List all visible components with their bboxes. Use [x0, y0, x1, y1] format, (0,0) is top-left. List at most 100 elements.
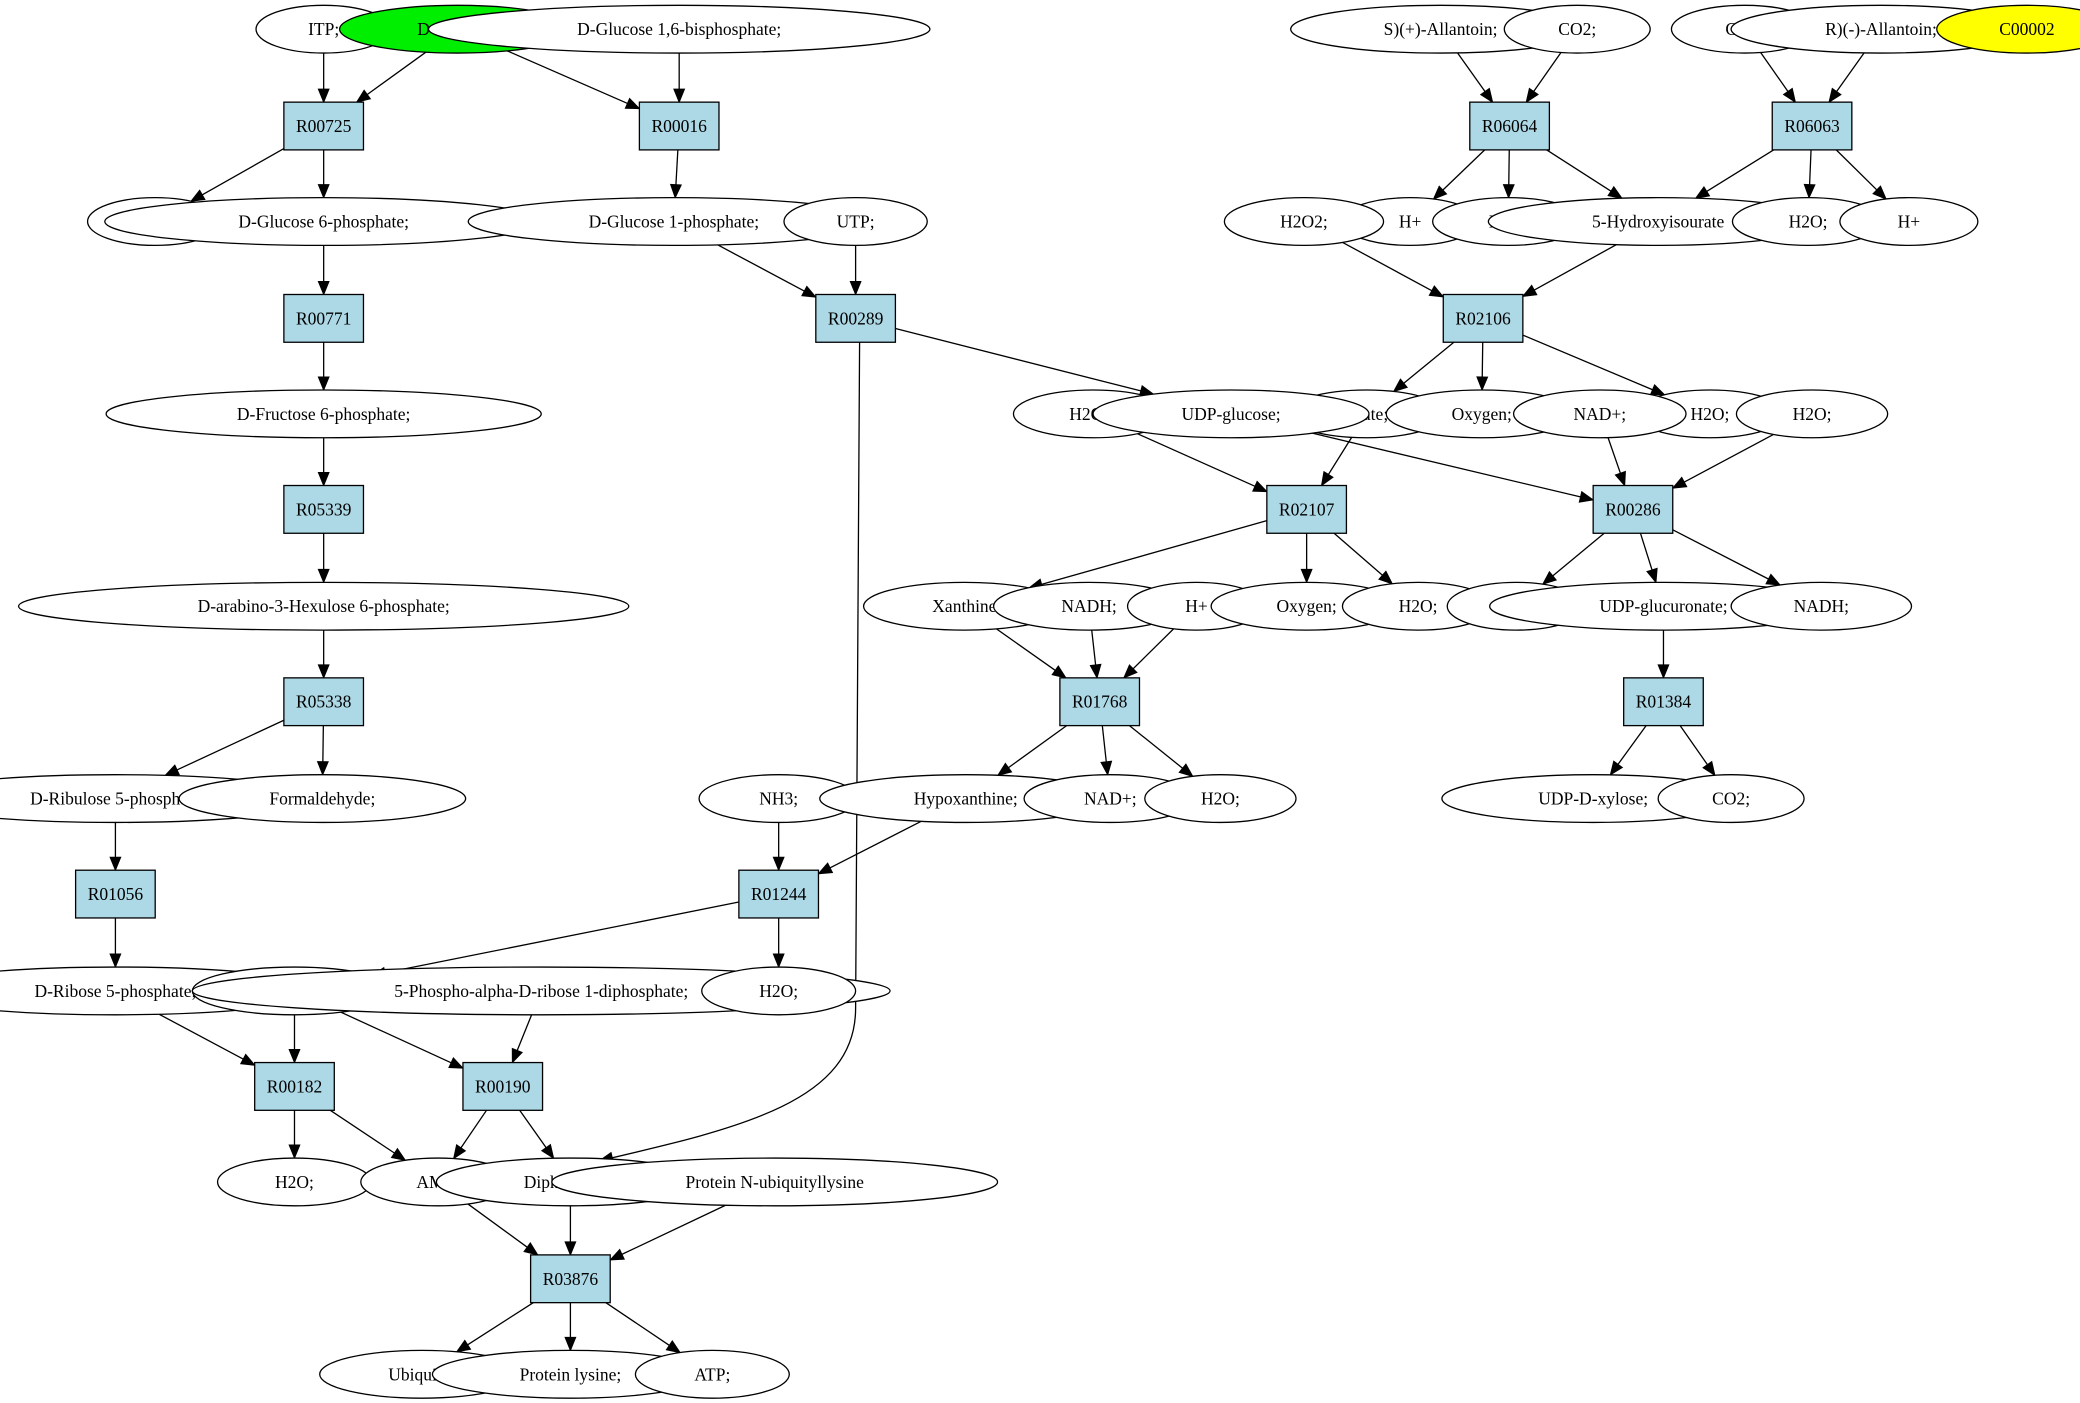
reaction-r00771[interactable]: R00771 — [283, 293, 365, 343]
reaction-r01244[interactable]: R01244 — [738, 869, 820, 919]
reaction-r01056[interactable]: R01056 — [74, 869, 156, 919]
compound-label: H2O; — [1793, 404, 1832, 424]
edge-R00190-to-amp — [452, 1109, 488, 1160]
compound-c00002[interactable]: C00002 — [1936, 4, 2080, 54]
compound-label: R)(-)-Allantoin; — [1825, 19, 1937, 39]
compound-label: Xanthine — [932, 596, 996, 616]
compound-h2o_r01244[interactable]: H2O; — [701, 966, 857, 1016]
edge-adenine-to-R00182 — [288, 1014, 301, 1064]
reaction-r05339[interactable]: R05339 — [283, 484, 365, 534]
compound-h2o2_a[interactable]: H2O2; — [1223, 197, 1385, 247]
compound-label: UDP-glucuronate; — [1599, 596, 1727, 616]
edge-diphosphate-to-R03876 — [564, 1205, 577, 1257]
edge-urate-to-R02107 — [1320, 437, 1353, 487]
reaction-r00190[interactable]: R00190 — [462, 1061, 544, 1111]
compound-nadplus_a[interactable]: NAD+; — [1512, 389, 1687, 439]
compound-h2o_r00182[interactable]: H2O; — [216, 1157, 373, 1207]
compound-label: H+ — [1399, 212, 1422, 232]
reaction-label: R00182 — [267, 1076, 322, 1096]
compound-label: Oxygen; — [1276, 596, 1336, 616]
edge-R01768-to-h2o_f — [1129, 725, 1194, 778]
compound-dg16bp[interactable]: D-Glucose 1,6-bisphosphate; — [427, 4, 931, 54]
edge-nadplus_a-to-R00286 — [1607, 437, 1626, 487]
edge-R00190-to-diphosphate — [519, 1109, 555, 1160]
reaction-r01768[interactable]: R01768 — [1059, 677, 1141, 727]
edge-R01768-to-hypoxanthine — [996, 725, 1068, 777]
compound-label: 5-Hydroxyisourate — [1592, 212, 1724, 232]
edge-R06064-to-hplus_a — [1432, 149, 1486, 200]
compound-utp[interactable]: UTP; — [783, 197, 928, 247]
compound-label: D-Glucose 1-phosphate; — [589, 212, 760, 232]
compound-label: H+ — [1898, 212, 1921, 232]
compound-hplus_b[interactable]: H+ — [1839, 197, 1979, 247]
reaction-label: R02107 — [1279, 499, 1335, 519]
compound-df6p[interactable]: D-Fructose 6-phosphate; — [105, 389, 542, 439]
compound-h2o_b[interactable]: H2O; — [1731, 197, 1885, 247]
edge-R02106-to-h2o_c — [1522, 334, 1666, 396]
compound-nadh_b[interactable]: NADH; — [1730, 581, 1913, 631]
reaction-r06063[interactable]: R06063 — [1771, 101, 1853, 151]
edge-R06063-to-hiu — [1694, 149, 1774, 199]
compound-pnub[interactable]: Protein N-ubiquityllysine — [551, 1157, 999, 1207]
reaction-r01384[interactable]: R01384 — [1623, 677, 1704, 727]
compound-label: D-Ribulose 5-phosphate — [30, 789, 201, 809]
edge-R00286-to-nadh_b — [1672, 529, 1782, 586]
reaction-r00286[interactable]: R00286 — [1592, 484, 1674, 534]
edge-R02107-to-oxygen_b — [1300, 533, 1313, 584]
edge-R05338-to-formaldehyde — [316, 725, 329, 777]
edge-R00725-to-dg6p — [317, 149, 330, 199]
compound-atp[interactable]: ATP; — [634, 1349, 790, 1399]
compound-label: D-Glucose 1,6-bisphosphate; — [577, 19, 781, 39]
edge-R01056-to-dr5p — [109, 917, 122, 969]
compound-dg1p[interactable]: D-Glucose 1-phosphate; — [467, 197, 881, 247]
edge-R00725-to-idp — [189, 148, 285, 202]
compound-h2o_d[interactable]: H2O; — [1735, 389, 1889, 439]
compound-co2_c[interactable]: CO2; — [1657, 774, 1805, 824]
compound-label: D-Ribose 5-phosphate; — [34, 981, 196, 1001]
compound-nh3[interactable]: NH3; — [698, 774, 859, 824]
reaction-r05338[interactable]: R05338 — [283, 677, 365, 727]
compound-dg6p[interactable]: D-Glucose 6-phosphate; — [104, 197, 544, 247]
edge-dah6p-to-R05338 — [317, 630, 330, 680]
compound-plys[interactable]: Protein lysine; — [431, 1349, 710, 1399]
reaction-r02107[interactable]: R02107 — [1266, 484, 1348, 534]
edge-prpp-to-R00190 — [511, 1014, 533, 1064]
reaction-r00725[interactable]: R00725 — [283, 101, 365, 151]
edge-dru5p-to-R01056 — [109, 822, 122, 872]
reaction-r00182[interactable]: R00182 — [254, 1061, 335, 1111]
compound-udpglc[interactable]: UDP-glucose; — [1092, 389, 1370, 439]
edge-sallan-to-R06064 — [1456, 52, 1494, 104]
reaction-r03876[interactable]: R03876 — [529, 1254, 611, 1304]
edge-utp-to-R00289 — [849, 245, 862, 296]
compound-h2o_f[interactable]: H2O; — [1144, 774, 1297, 824]
edge-amp-to-R03876 — [467, 1203, 539, 1256]
edge-R03876-to-plys — [564, 1302, 577, 1352]
reaction-r06064[interactable]: R06064 — [1469, 101, 1551, 151]
reaction-label: R00016 — [651, 116, 707, 136]
compound-label: H2O2; — [1280, 212, 1328, 232]
reaction-label: R01768 — [1072, 692, 1128, 712]
compound-label: Oxygen; — [1452, 404, 1512, 424]
compound-label: H2O; — [1789, 212, 1828, 232]
edge-hplus_c-to-R01768 — [1122, 628, 1175, 679]
compound-co2_a[interactable]: CO2; — [1503, 4, 1651, 54]
edge-nh3-to-R01244 — [772, 822, 785, 872]
edge-R00289-to-udpglc — [895, 327, 1155, 397]
compound-label: H2O; — [1690, 404, 1729, 424]
edge-R02106-to-urate — [1392, 341, 1455, 393]
reaction-r00016[interactable]: R00016 — [638, 101, 720, 151]
compound-label: CO2; — [1712, 789, 1750, 809]
edge-dg16bp-to-R00016 — [673, 53, 686, 104]
compound-formaldehyde[interactable]: Formaldehyde; — [178, 774, 467, 824]
compound-label: C00002 — [1999, 19, 2054, 39]
edge-df6p-to-R05339 — [317, 437, 330, 487]
compound-label: H+ — [1185, 596, 1208, 616]
reaction-r00289[interactable]: R00289 — [815, 293, 897, 343]
reaction-r02106[interactable]: R02106 — [1442, 293, 1524, 343]
compound-label: H2O; — [1201, 789, 1240, 809]
edge-R06064-to-h2o_a — [1502, 149, 1515, 199]
edge-co2_b-to-R06063 — [1760, 52, 1797, 104]
compound-dah6p[interactable]: D-arabino-3-Hexulose 6-phosphate; — [17, 581, 630, 631]
